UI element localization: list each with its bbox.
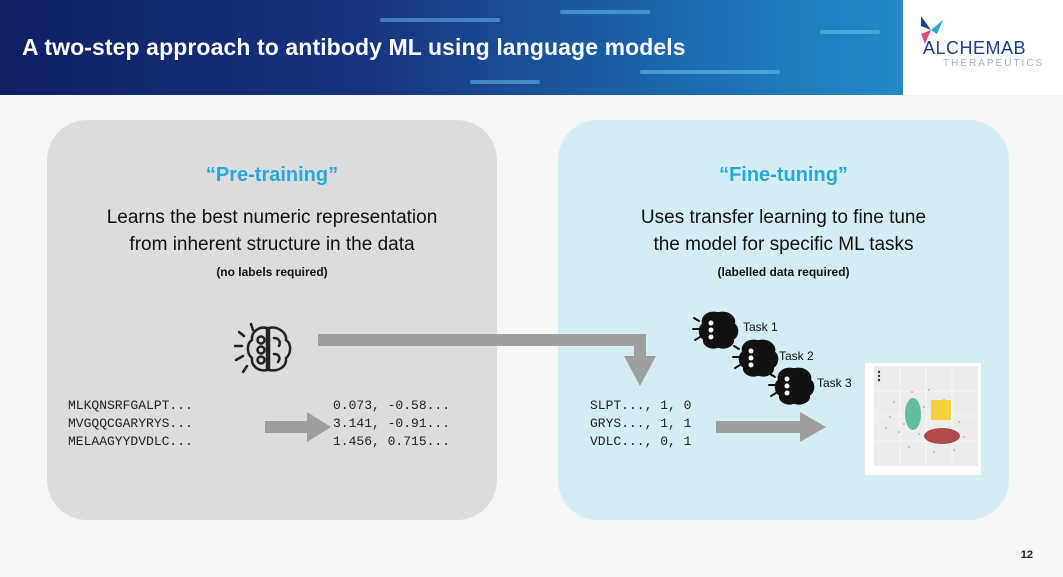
transfer-arrow-icon [318, 334, 656, 386]
embedding-item: 3.141, -0.91... [333, 416, 451, 431]
arrow-right-icon [716, 412, 826, 442]
task-label: Task 2 [779, 349, 814, 363]
brain-task1-icon [692, 311, 739, 349]
task-label: Task 3 [817, 376, 852, 390]
brain-icon [233, 322, 292, 374]
arrow-right-icon [265, 412, 331, 442]
sequence-item: MELAAGYYDVDLC... [68, 434, 193, 449]
company-logo: ALCHEMAB THERAPEUTICS [903, 0, 1063, 95]
scatter-plot-thumbnail [864, 362, 982, 476]
page-number: 12 [1020, 549, 1033, 561]
sequence-item: MLKQNSRFGALPT... [68, 398, 193, 413]
brain-task2-icon [732, 339, 779, 377]
header-banner: A two-step approach to antibody ML using… [0, 0, 1063, 95]
pretraining-desc-line2: from inherent structure in the data [129, 234, 415, 255]
pretraining-title: “Pre-training” [205, 164, 339, 186]
embedding-list: 0.073, -0.58... 3.141, -0.91... 1.456, 0.7… [333, 397, 450, 451]
labelled-row: SLPT..., 1, 0 [590, 398, 692, 413]
labelled-data-list: SLPT..., 1, 0 GRYS..., 1, 1 VDLC..., 0, 1 [590, 397, 691, 451]
pretraining-panel: “Pre-training” Learns the best numeric r… [47, 120, 497, 520]
finetuning-note: (labelled data required) [717, 265, 850, 279]
sequence-item: MVGQQCGARYRYS... [68, 416, 193, 431]
embedding-item: 0.073, -0.58... [333, 398, 451, 413]
labelled-row: GRYS..., 1, 1 [590, 416, 692, 431]
logo-name: ALCHEMAB [923, 38, 1027, 58]
pretraining-note: (no labels required) [216, 265, 328, 279]
pretraining-description: Learns the best numeric representation f… [47, 204, 497, 258]
embedding-item: 1.456, 0.715... [333, 434, 451, 449]
task-label: Task 1 [743, 320, 778, 334]
brain-task3-icon [768, 367, 815, 405]
sequence-list: MLKQNSRFGALPT... MVGQQCGARYRYS... MELAAGYY… [68, 397, 193, 451]
logo-mark-icon [921, 16, 943, 44]
labelled-row: VDLC..., 0, 1 [590, 434, 692, 449]
finetuning-panel: “Fine-tuning” Uses transfer learning to … [558, 120, 1009, 520]
finetuning-desc-line1: Uses transfer learning to fine tune [640, 207, 927, 228]
finetuning-title: “Fine-tuning” [719, 164, 848, 186]
finetuning-desc-line2: the model for specific ML tasks [653, 234, 914, 255]
pretraining-desc-line1: Learns the best numeric representation [106, 207, 438, 228]
slide-title: A two-step approach to antibody ML using… [22, 34, 686, 60]
logo-subtitle: THERAPEUTICS [943, 58, 1045, 69]
finetuning-description: Uses transfer learning to fine tune the … [558, 204, 1009, 258]
